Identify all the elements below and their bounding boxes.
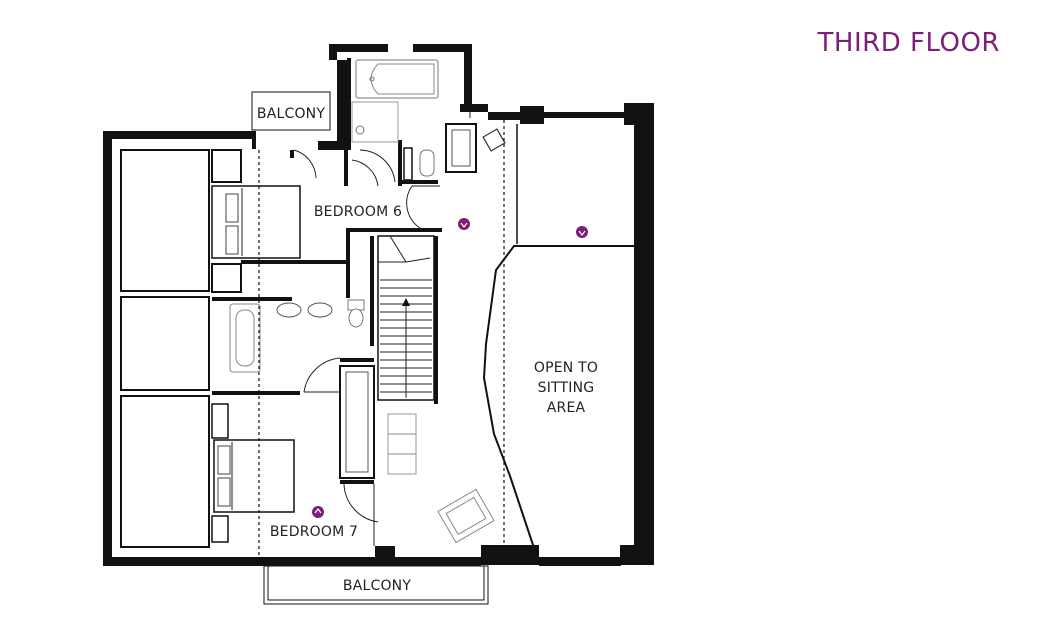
open-area-line-3: AREA [547, 400, 586, 416]
bedroom-6-label: BEDROOM 6 [314, 204, 402, 220]
roof-lines [258, 120, 518, 556]
open-area-line-2: SITTING [538, 380, 595, 396]
bedroom-7 [211, 403, 379, 546]
open-area-line-1: OPEN TO [534, 360, 598, 376]
wall-inner-lines [254, 112, 471, 148]
bedroom-6 [211, 149, 442, 264]
balcony-top: BALCONY [251, 91, 331, 131]
bathroom-middle [212, 236, 374, 395]
open-area: OPEN TO SITTING AREA [482, 245, 634, 549]
staircase [377, 235, 438, 404]
floor-title: THIRD FLOOR [817, 28, 1000, 58]
downlight-icon [576, 226, 588, 238]
balcony-bottom: BALCONY [263, 565, 489, 605]
bathroom-top [351, 59, 506, 184]
left-cabinets [120, 149, 292, 548]
outer-walls [103, 44, 654, 566]
downlight-icon [312, 506, 324, 518]
balcony-bottom-label: BALCONY [343, 578, 411, 594]
landing-furniture [339, 365, 495, 544]
downlight-icon [458, 218, 470, 230]
bedroom-7-label: BEDROOM 7 [270, 524, 358, 540]
balcony-top-label: BALCONY [257, 106, 325, 122]
